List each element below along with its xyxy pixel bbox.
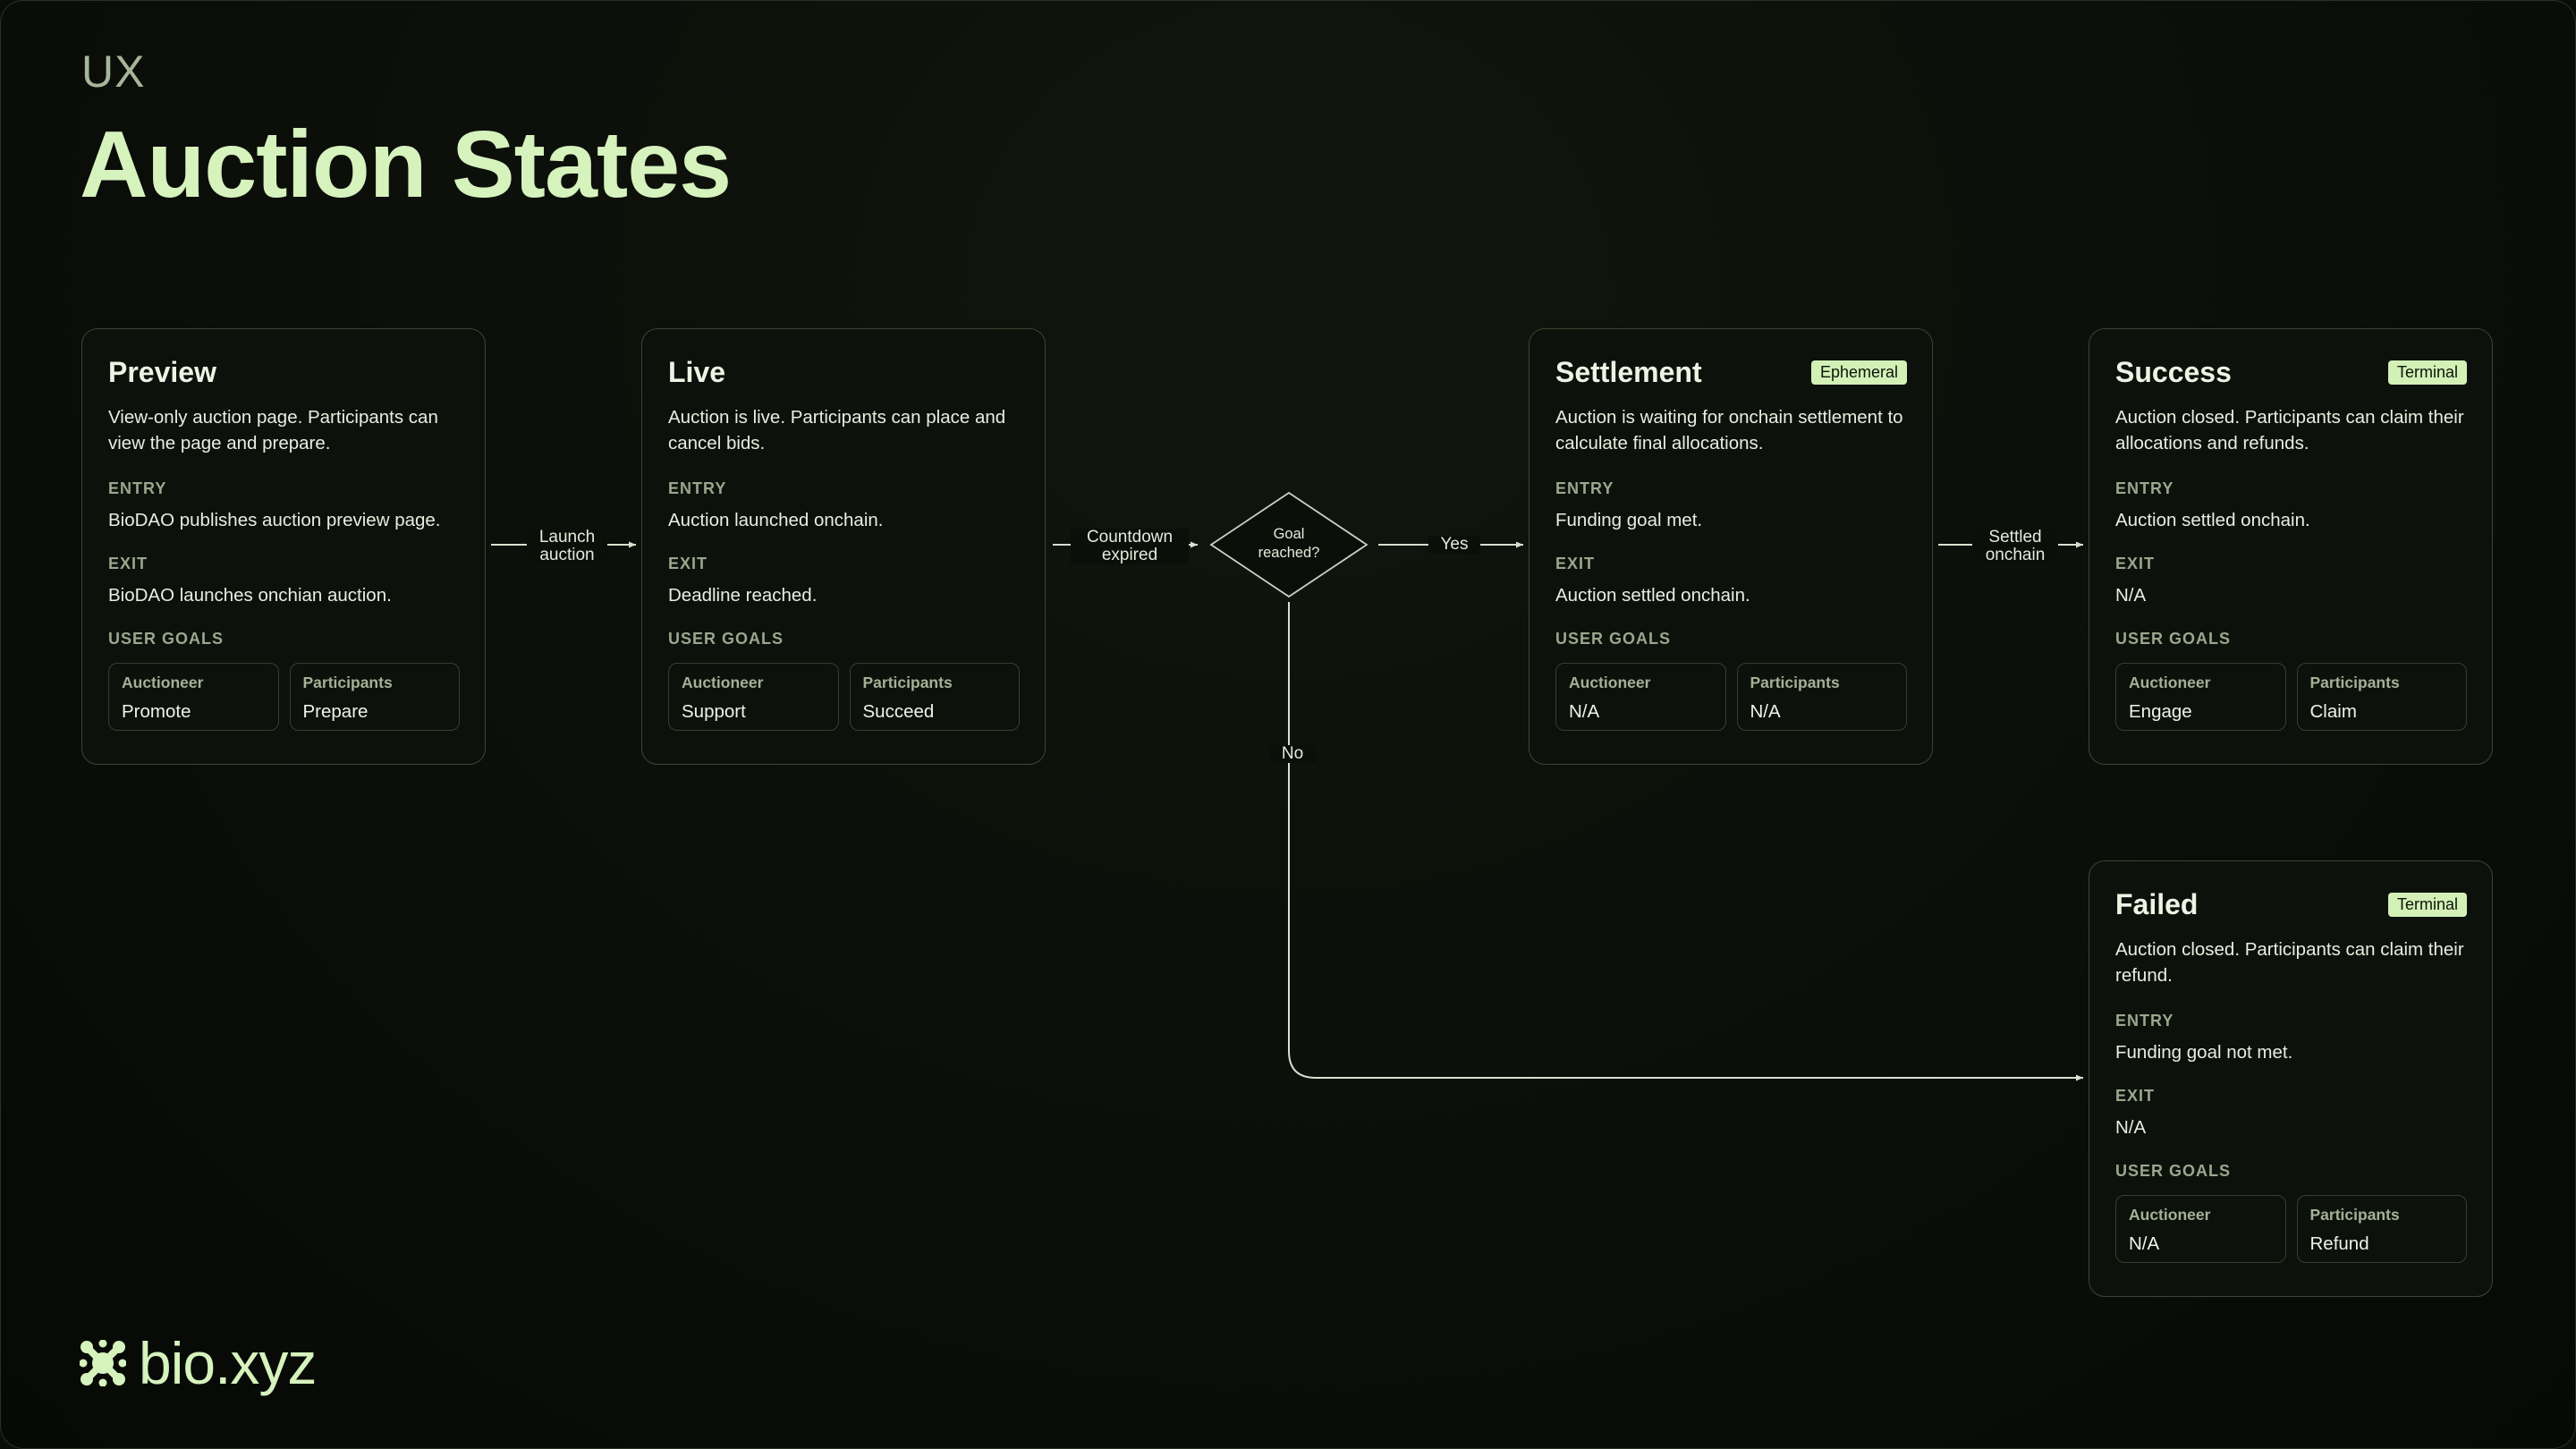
page-title: Auction States (80, 112, 732, 217)
state-description: Auction is live. Participants can place … (668, 407, 1006, 453)
entry-value: Funding goal met. (1555, 510, 1703, 530)
exit-value: N/A (2115, 585, 2147, 606)
state-description: Auction is waiting for onchain settlemen… (1555, 407, 1903, 453)
state-card-settlement: Settlement Ephemeral Auction is waiting … (1529, 328, 1933, 765)
status-badge: Terminal (2387, 892, 2467, 917)
transition-no-label: No (1269, 745, 1316, 763)
entry-value: Auction settled onchain. (2115, 510, 2310, 530)
goal-auctioneer: Auctioneer Promote (108, 663, 279, 731)
user-goals-label: USER GOALS (108, 630, 225, 648)
arrow-decision-failed (1288, 602, 2083, 1081)
user-goals-label: USER GOALS (2115, 630, 2232, 648)
entry-label: ENTRY (108, 479, 167, 497)
goal-participants: Participants N/A (1736, 663, 1907, 731)
state-description: Auction closed. Participants can claim t… (2115, 939, 2464, 986)
entry-label: ENTRY (1555, 479, 1614, 497)
exit-value: N/A (2115, 1117, 2147, 1138)
transition-launch-label: Launch auction (527, 529, 607, 564)
decision-label: Goal reached? (1258, 526, 1320, 561)
status-badge: Ephemeral (1810, 360, 1907, 385)
exit-label: EXIT (1555, 555, 1596, 572)
entry-label: ENTRY (2115, 479, 2174, 497)
entry-value: Funding goal not met. (2115, 1042, 2293, 1063)
entry-value: BioDAO publishes auction preview page. (108, 510, 441, 530)
goal-auctioneer: Auctioneer N/A (2115, 1195, 2286, 1263)
entry-label: ENTRY (2115, 1012, 2174, 1030)
state-description: View-only auction page. Participants can… (108, 407, 438, 453)
goal-participants: Participants Prepare (289, 663, 460, 731)
goal-auctioneer: Auctioneer Engage (2115, 663, 2286, 731)
logo-wordmark: bio.xyz (139, 1330, 317, 1396)
state-title: Preview (108, 355, 216, 388)
status-badge: Terminal (2387, 360, 2467, 385)
state-card-preview: Preview View-only auction page. Particip… (81, 328, 486, 765)
entry-label: ENTRY (668, 479, 727, 497)
user-goals: Auctioneer Support Participants Succeed (668, 663, 1020, 731)
goal-participants: Participants Succeed (849, 663, 1020, 731)
user-goals-label: USER GOALS (668, 630, 784, 648)
state-card-failed: Failed Terminal Auction closed. Particip… (2089, 860, 2493, 1297)
goal-participants: Participants Refund (2296, 1195, 2467, 1263)
exit-label: EXIT (668, 555, 708, 572)
exit-value: BioDAO launches onchian auction. (108, 585, 392, 606)
user-goals-label: USER GOALS (1555, 630, 1672, 648)
user-goals: Auctioneer N/A Participants Refund (2115, 1195, 2467, 1263)
state-title: Success (2115, 355, 2232, 388)
exit-label: EXIT (2115, 1087, 2156, 1105)
exit-label: EXIT (108, 555, 148, 572)
entry-value: Auction launched onchain. (668, 510, 884, 530)
user-goals: Auctioneer N/A Participants N/A (1555, 663, 1907, 731)
goal-auctioneer: Auctioneer Support (668, 663, 839, 731)
state-title: Failed (2115, 887, 2199, 920)
exit-value: Auction settled onchain. (1555, 585, 1750, 606)
state-card-live: Live Auction is live. Participants can p… (641, 328, 1046, 765)
user-goals: Auctioneer Engage Participants Claim (2115, 663, 2467, 731)
state-card-success: Success Terminal Auction closed. Partici… (2089, 328, 2493, 765)
section-eyebrow: UX (81, 47, 146, 97)
transition-countdown-label: Countdown expired (1071, 529, 1189, 564)
goal-participants: Participants Claim (2296, 663, 2467, 731)
decision-diamond (1209, 491, 1368, 598)
transition-settled-label: Settled onchain (1972, 529, 2058, 564)
transition-yes-label: Yes (1428, 536, 1480, 554)
goal-auctioneer: Auctioneer N/A (1555, 663, 1726, 731)
user-goals-label: USER GOALS (2115, 1162, 2232, 1180)
state-description: Auction closed. Participants can claim t… (2115, 407, 2464, 453)
exit-value: Deadline reached. (668, 585, 818, 606)
state-title: Live (668, 355, 726, 388)
state-title: Settlement (1555, 355, 1702, 388)
exit-label: EXIT (2115, 555, 2156, 572)
brand-logo: bio.xyz (80, 1330, 317, 1396)
bio-logo-icon (80, 1340, 126, 1386)
user-goals: Auctioneer Promote Participants Prepare (108, 663, 460, 731)
